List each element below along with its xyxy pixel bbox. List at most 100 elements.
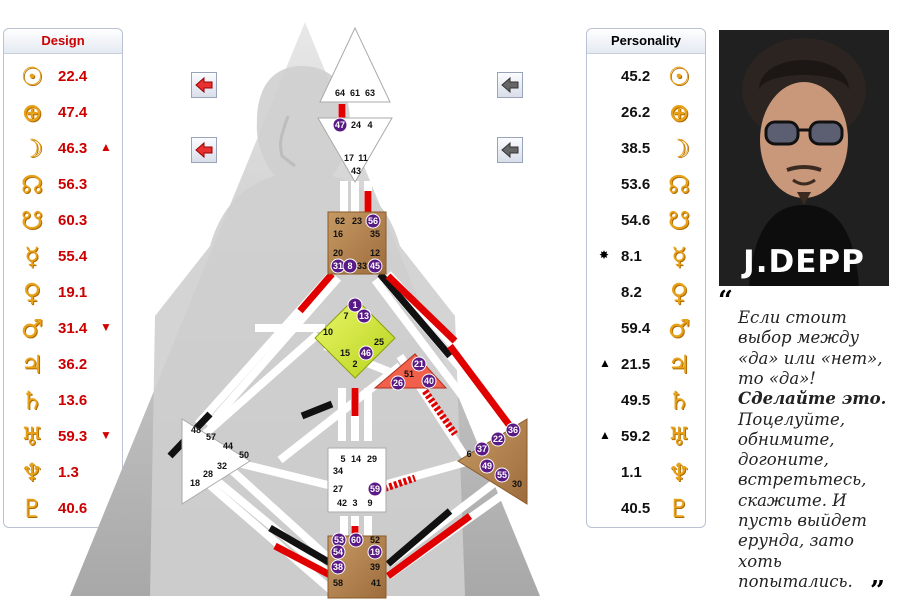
- design-prev-button-2[interactable]: [191, 137, 217, 163]
- design-value: 59.3: [58, 428, 88, 445]
- north-node-icon: ☊: [667, 170, 691, 199]
- gate-label: 34: [333, 466, 343, 476]
- gate-label: 45: [370, 261, 380, 271]
- personality-row-neptune: ♆ 1.1: [587, 455, 705, 491]
- earth-icon: ⊕: [668, 98, 690, 127]
- gate-label: 32: [217, 461, 227, 471]
- active-gate-marker: [490, 431, 506, 447]
- gate-label: 28: [203, 469, 213, 479]
- active-gate-marker: [390, 375, 406, 391]
- personality-marker: ▲: [599, 356, 611, 370]
- gate-label: 41: [371, 578, 381, 588]
- quote-line: хоть: [738, 551, 782, 571]
- quote-line: попытались.: [738, 571, 853, 591]
- gate-label: 36: [508, 425, 518, 435]
- gate-label: 23: [352, 216, 362, 226]
- active-gate-marker: [367, 481, 383, 497]
- gate-label: 46: [361, 348, 371, 358]
- active-gate-marker: [421, 373, 437, 389]
- design-row-saturn: ♄13.6: [4, 383, 122, 419]
- personality-value: 40.5: [621, 500, 651, 517]
- design-row-mercury: ☿55.4: [4, 239, 122, 275]
- gate-label: 16: [333, 229, 343, 239]
- mars-icon: ♂: [667, 314, 691, 343]
- moon-icon: ☽: [20, 134, 44, 163]
- gate-label: 17: [344, 153, 354, 163]
- quote-line: ерунда, зато: [738, 531, 854, 551]
- design-row-uranus: ♅ 59.3 ▼: [4, 419, 122, 455]
- personality-marker: ▲: [599, 428, 611, 442]
- active-gate-marker: [411, 356, 427, 372]
- quote-line: встретьтесь,: [738, 470, 867, 490]
- active-gate-marker: [367, 544, 383, 560]
- active-gate-marker: [479, 458, 495, 474]
- gate-label: 60: [351, 535, 361, 545]
- gate-label: 64: [335, 88, 345, 98]
- neptune-icon: ♆: [667, 458, 691, 487]
- gate-label: 49: [482, 461, 492, 471]
- active-gate-marker: [347, 297, 363, 313]
- gate-label: 56: [368, 216, 378, 226]
- active-gate-marker: [356, 308, 372, 324]
- personality-value: 8.1: [621, 248, 642, 265]
- design-row-mars: ♂31.4▼: [4, 311, 122, 347]
- gate-label: 24: [351, 120, 361, 130]
- personality-prev-button-2[interactable]: [497, 137, 523, 163]
- personality-value: 49.5: [621, 392, 651, 409]
- gate-label: 10: [323, 327, 333, 337]
- active-gate-marker: [358, 345, 374, 361]
- south-node-icon: ☋: [667, 206, 691, 235]
- gate-label: 42: [337, 498, 347, 508]
- pluto-icon: ♇: [20, 494, 44, 523]
- design-marker: ▼: [100, 320, 112, 334]
- active-gate-marker: [348, 532, 364, 548]
- quote-line: догоните,: [738, 450, 829, 470]
- design-value: 31.4: [58, 320, 88, 337]
- gate-label: 2: [352, 359, 357, 369]
- mercury-icon: ☿: [24, 242, 40, 271]
- gate-label: 51: [404, 369, 414, 379]
- design-prev-button[interactable]: [191, 72, 217, 98]
- design-marker: ▼: [100, 428, 112, 442]
- gate-label: 52: [370, 535, 380, 545]
- gate-label: 8: [347, 261, 352, 271]
- personality-row-north-node: ☊53.6: [587, 167, 705, 203]
- personality-row-saturn: ♄ 49.5: [587, 383, 705, 419]
- design-title: Design: [4, 29, 122, 54]
- active-gate-marker: [330, 559, 346, 575]
- quote-line: обнимите,: [738, 429, 835, 449]
- personality-value: 8.2: [621, 284, 642, 301]
- design-row-north-node: ☊56.3: [4, 167, 122, 203]
- personality-row-mercury: ☿8.1✸: [587, 239, 705, 275]
- quote-line: то «да»!: [738, 368, 816, 388]
- north-node-icon: ☊: [20, 170, 44, 199]
- gate-label: 13: [359, 311, 369, 321]
- mercury-icon: ☿: [671, 242, 687, 271]
- gate-label: 55: [497, 470, 507, 480]
- quote-open-mark: “: [718, 286, 733, 316]
- personality-prev-button[interactable]: [497, 72, 523, 98]
- uranus-icon: ♅: [20, 422, 44, 451]
- quote-line: «да» или «нет»,: [738, 348, 883, 368]
- personality-row-south-node: ☋54.6: [587, 203, 705, 239]
- earth-icon: ⊕: [21, 98, 43, 127]
- design-value: 47.4: [58, 104, 88, 121]
- design-marker: ▲: [100, 140, 112, 154]
- gate-label: 53: [334, 535, 344, 545]
- active-gate-marker: [365, 213, 381, 229]
- gate-label: 47: [335, 120, 345, 130]
- gate-label: 31: [333, 261, 343, 271]
- personality-row-earth: ⊕26.2: [587, 95, 705, 131]
- saturn-icon: ♄: [667, 386, 691, 415]
- uranus-icon: ♅: [667, 422, 691, 451]
- g-center: [314, 297, 396, 379]
- gate-label: 15: [340, 348, 350, 358]
- design-row-jupiter: ♃36.2: [4, 347, 122, 383]
- active-gate-marker: [494, 467, 510, 483]
- gate-label: 22: [493, 434, 503, 444]
- active-gate-marker: [332, 117, 348, 133]
- personality-row-uranus: ♅59.2▲: [587, 419, 705, 455]
- personality-value: 1.1: [621, 464, 642, 481]
- personality-value: 45.2: [621, 68, 651, 85]
